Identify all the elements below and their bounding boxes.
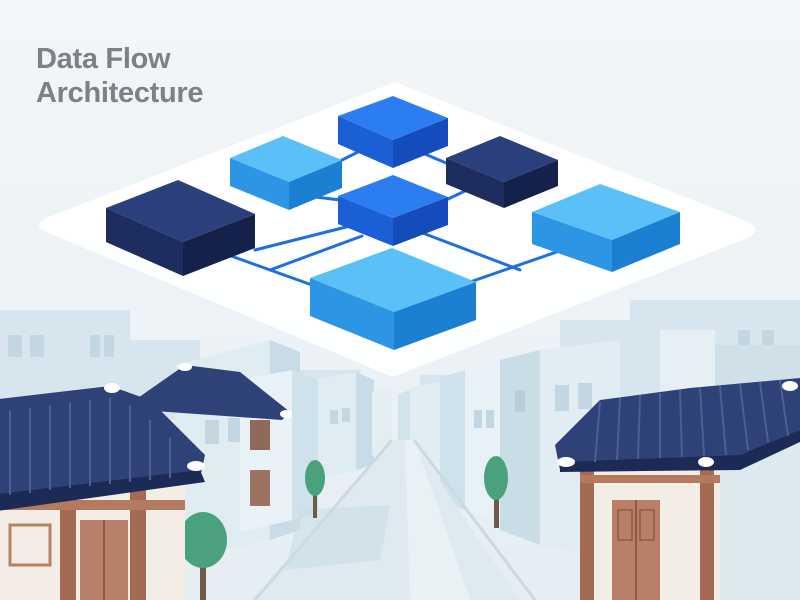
trees <box>179 456 508 600</box>
block-center <box>338 175 448 246</box>
block-bottom <box>310 248 476 350</box>
page-title: Data Flow Architecture <box>36 42 204 110</box>
connector-line <box>468 246 570 284</box>
connector-line <box>218 250 314 287</box>
street <box>250 439 537 600</box>
block-right <box>532 184 680 272</box>
block-top <box>338 96 448 168</box>
title-line-2: Architecture <box>36 77 204 109</box>
block-left <box>106 180 255 276</box>
block-upper-right <box>446 136 558 208</box>
title-line-1: Data Flow <box>36 43 171 75</box>
connector-line <box>268 234 364 272</box>
connector-line <box>418 230 522 272</box>
left-hanok <box>0 363 292 600</box>
block-upper-left <box>230 136 342 210</box>
right-hanok <box>555 378 800 600</box>
connector-line <box>253 224 352 252</box>
